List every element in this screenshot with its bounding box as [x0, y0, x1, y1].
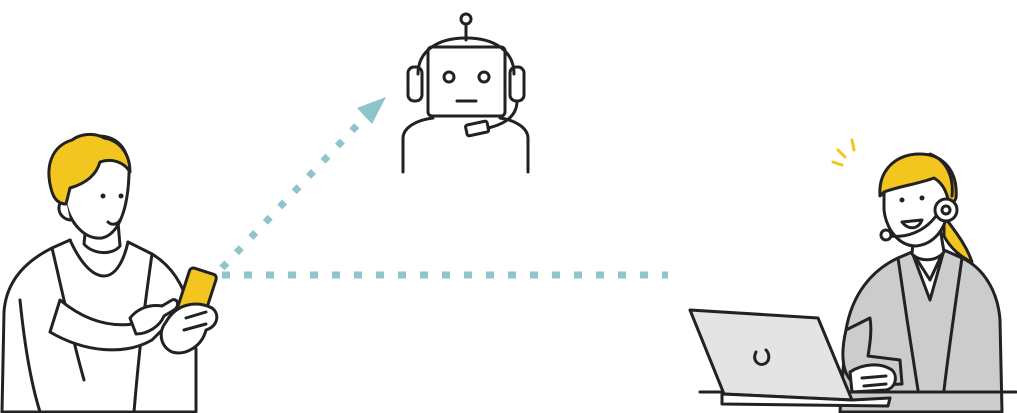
laptop-screen-back — [688, 308, 854, 402]
robot-eye-left — [442, 70, 456, 84]
robot-eye-right — [477, 70, 491, 84]
robot-ear-left — [406, 65, 424, 103]
customer-eye-right — [118, 193, 124, 199]
customer-mouth — [106, 218, 122, 226]
robot-mic-icon — [464, 119, 491, 138]
robot-figure — [401, 12, 530, 174]
arrow-head-icon — [357, 97, 386, 124]
agent-eye-right — [919, 195, 925, 201]
agent-mouth — [900, 218, 924, 230]
robot-head — [426, 45, 507, 118]
laptop-base — [720, 392, 892, 408]
customer-hair — [47, 132, 132, 206]
laptop-logo-icon — [753, 348, 771, 366]
agent-headset-mic-icon — [879, 228, 893, 242]
robot-ear-right — [508, 65, 526, 103]
laptop-icon — [688, 308, 892, 408]
customer-hand-left — [128, 298, 180, 336]
customer-eye-left — [100, 193, 106, 199]
agent-headset-earcup-icon — [933, 197, 959, 223]
agent-eye-left — [899, 197, 905, 203]
customer-figure — [0, 132, 219, 413]
dotted-path-to-bot — [219, 97, 386, 271]
agent-hair — [878, 152, 958, 212]
attention-lines-icon — [831, 138, 856, 167]
agent-figure — [698, 138, 1017, 413]
